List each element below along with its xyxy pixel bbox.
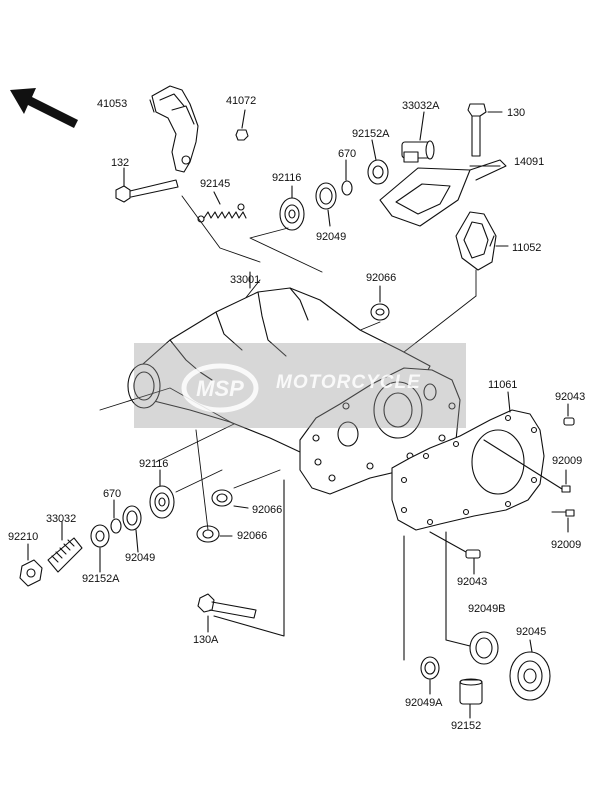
part-92152A-collar-bottom [90, 524, 110, 573]
part-41072-nut [235, 109, 249, 141]
watermark-logo-text: MSP [196, 376, 244, 401]
watermark-logo-icon: MSP [181, 363, 259, 413]
label-92152: 92152 [451, 720, 482, 732]
label-92116-bottom: 92116 [139, 458, 169, 470]
label-92152A-bottom: 92152A [82, 573, 120, 585]
label-41072: 41072 [226, 95, 257, 107]
label-92152A-top: 92152A [352, 128, 390, 140]
part-92043-pin-bottom [429, 531, 481, 575]
label-33001: 33001 [230, 274, 261, 286]
label-130: 130 [507, 107, 526, 119]
part-11061-cover [391, 391, 545, 531]
label-130A: 130A [193, 634, 219, 646]
label-92210: 92210 [8, 531, 39, 543]
part-92066-cap-bottom [196, 525, 233, 543]
part-92145-spring [197, 191, 247, 223]
label-92049B: 92049B [468, 603, 506, 615]
label-670-top: 670 [338, 148, 357, 160]
label-33032: 33032 [46, 513, 77, 525]
label-92066-mid: 92066 [252, 504, 283, 516]
part-92210-nut [19, 543, 43, 587]
part-92049A-seal [403, 535, 440, 695]
label-92049A: 92049A [405, 697, 443, 709]
part-92009-screw-top [483, 439, 571, 493]
part-130-bolt [467, 103, 503, 157]
label-670-bottom: 670 [103, 488, 122, 500]
label-92116-top: 92116 [272, 172, 302, 184]
part-92152-collar [459, 678, 483, 719]
label-92043-top: 92043 [555, 391, 586, 403]
part-92066-cap-mid [211, 489, 249, 509]
part-92043-pin-top [563, 403, 575, 426]
label-92009-bottom: 92009 [551, 539, 582, 551]
part-92066-cap-top [370, 285, 390, 321]
label-132: 132 [111, 157, 130, 169]
label-92145: 92145 [200, 178, 231, 190]
label-33032A: 33032A [402, 100, 440, 112]
label-92043-bottom: 92043 [457, 576, 488, 588]
part-92049-seal-top [315, 182, 337, 227]
part-92116-bearing-top [279, 185, 305, 231]
label-92049-bottom: 92049 [125, 552, 156, 564]
part-14091-guard [379, 159, 507, 227]
label-92009-top: 92009 [552, 455, 583, 467]
label-92045: 92045 [516, 626, 547, 638]
label-92049-top: 92049 [316, 231, 347, 243]
watermark-text: MOTORCYCLE [276, 372, 421, 393]
part-92009-screw-bottom [551, 509, 575, 533]
label-11052: 11052 [512, 242, 542, 254]
label-14091: 14091 [514, 156, 545, 168]
part-11052-bracket [455, 211, 509, 271]
part-132-bolt [115, 167, 179, 203]
part-670-circlip-top [341, 159, 353, 196]
part-33032A-shaft [401, 111, 435, 163]
label-41053: 41053 [97, 98, 128, 110]
direction-arrow-icon [10, 88, 78, 128]
watermark-band [134, 343, 466, 428]
label-11061: 11061 [488, 379, 518, 391]
part-33032-shaft [47, 521, 83, 573]
label-92066-top: 92066 [366, 272, 397, 284]
part-92049-seal-bottom [122, 505, 142, 553]
part-41053-bracket [149, 85, 199, 173]
label-92066-bottom: 92066 [237, 530, 268, 542]
part-130A-bolt [197, 479, 285, 637]
part-92049B-seal [445, 531, 499, 665]
part-92045-bearing [509, 639, 551, 701]
part-92116-bearing-bottom [149, 469, 175, 519]
part-670-circlip-bottom [110, 499, 122, 534]
part-92152A-collar-top [367, 139, 389, 185]
